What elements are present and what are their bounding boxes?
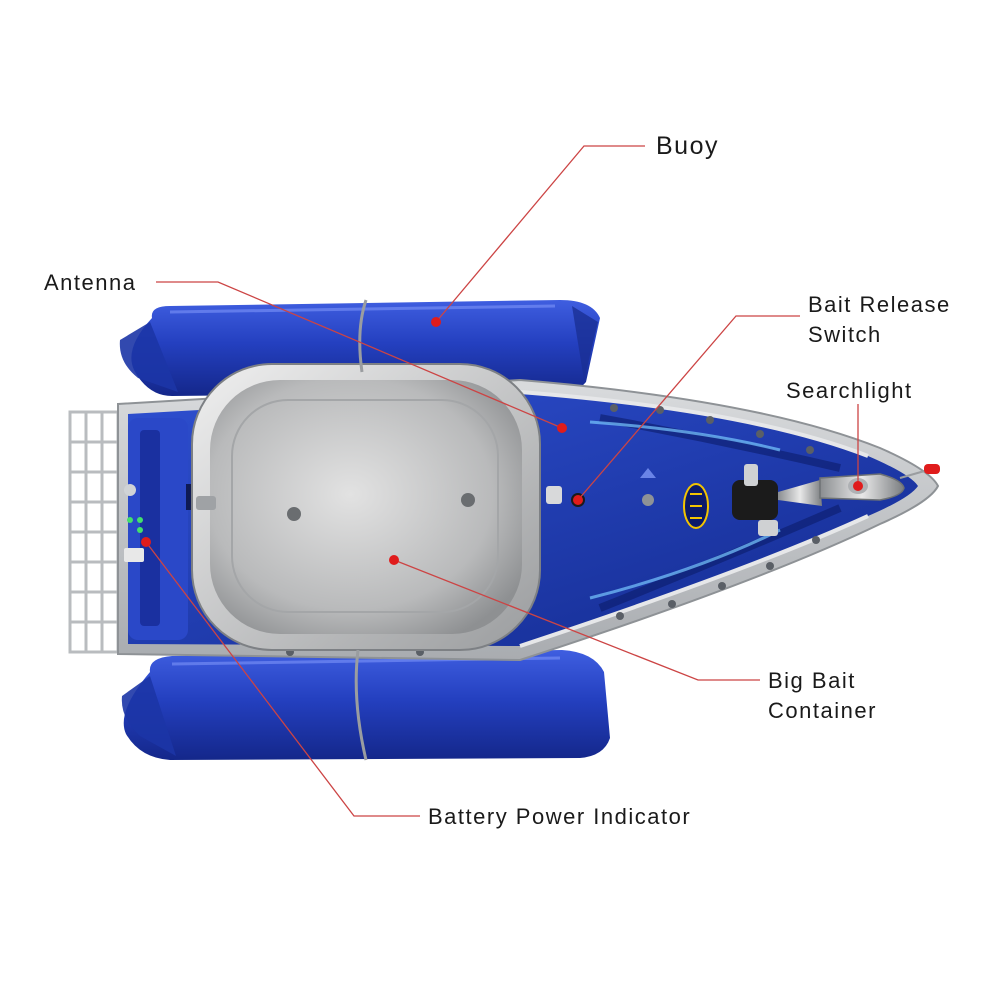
label-searchlight-text: Searchlight	[786, 378, 913, 403]
label-bait-release-switch: Bait Release Switch	[808, 290, 951, 350]
label-big-bait-container-line1: Big Bait	[768, 668, 856, 693]
dot-antenna	[557, 423, 567, 433]
leader-bait-switch	[577, 315, 800, 501]
dot-battery	[141, 537, 151, 547]
label-big-bait-container: Big Bait Container	[768, 666, 877, 726]
leader-antenna	[156, 281, 563, 429]
label-searchlight: Searchlight	[786, 376, 913, 406]
bow-antenna-tip	[924, 464, 940, 474]
label-big-bait-container-line2: Container	[768, 698, 877, 723]
label-buoy-text: Buoy	[656, 132, 719, 160]
dot-container	[389, 555, 399, 565]
leader-lines	[145, 145, 859, 817]
rear-panel	[124, 418, 196, 640]
label-battery-power-indicator-text: Battery Power Indicator	[428, 804, 692, 829]
label-buoy: Buoy	[656, 131, 719, 161]
rear-rack	[68, 410, 120, 654]
leader-container	[393, 559, 760, 681]
dot-bait-switch	[573, 495, 583, 505]
label-antenna-text: Antenna	[44, 270, 137, 295]
dot-buoy	[431, 317, 441, 327]
bow-antenna	[899, 469, 929, 479]
label-bait-release-switch-line1: Bait Release	[808, 292, 951, 317]
label-bait-release-switch-line2: Switch	[808, 322, 882, 347]
label-antenna: Antenna	[44, 268, 136, 298]
leader-buoy	[435, 145, 645, 323]
lower-buoy	[121, 650, 611, 760]
bait-container	[191, 363, 562, 651]
leader-battery	[145, 541, 420, 817]
antenna-wire	[354, 299, 368, 761]
leader-dots	[141, 317, 863, 565]
front-deck	[571, 464, 822, 536]
label-battery-power-indicator: Battery Power Indicator	[428, 802, 691, 832]
dot-searchlight	[853, 481, 863, 491]
